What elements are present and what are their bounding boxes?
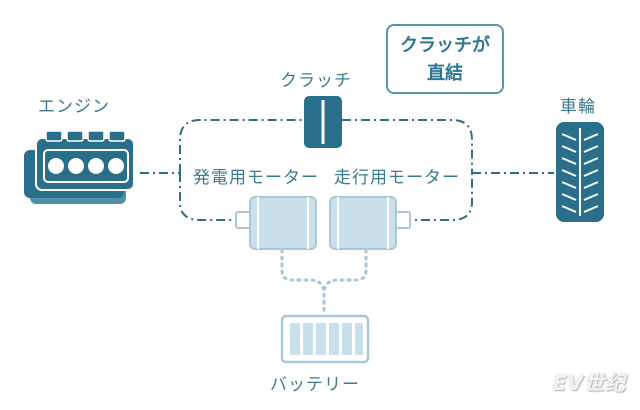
drive-motor-label: 走行用モーター [334, 168, 460, 188]
callout-line-2: 直結 [427, 63, 463, 84]
clutch-icon [304, 96, 342, 148]
battery-icon [280, 314, 370, 364]
engine-icon [24, 130, 135, 204]
power-path [140, 119, 554, 221]
battery-label: バッテリー [270, 375, 360, 395]
watermark-logo: EV世纪 [552, 371, 626, 395]
loop-top-left [179, 119, 304, 173]
loop-bottom-right [402, 173, 473, 221]
drive-motor-icon [329, 196, 411, 250]
engine-label: エンジン [38, 97, 110, 117]
loop-bottom-left [179, 173, 244, 221]
callout-line-1: クラッチが [400, 35, 490, 56]
generator-motor-icon [235, 196, 317, 250]
generator-motor-label: 発電用モーター [193, 168, 319, 188]
clutch-label: クラッチ [280, 71, 352, 91]
clutch-direct-callout: クラッチが 直結 [386, 24, 504, 94]
motor-battery-line [322, 248, 368, 296]
wheel-icon [556, 122, 604, 222]
wheel-label: 車輪 [560, 97, 596, 117]
electric-lines [280, 248, 368, 314]
generator-battery-line [280, 248, 326, 314]
